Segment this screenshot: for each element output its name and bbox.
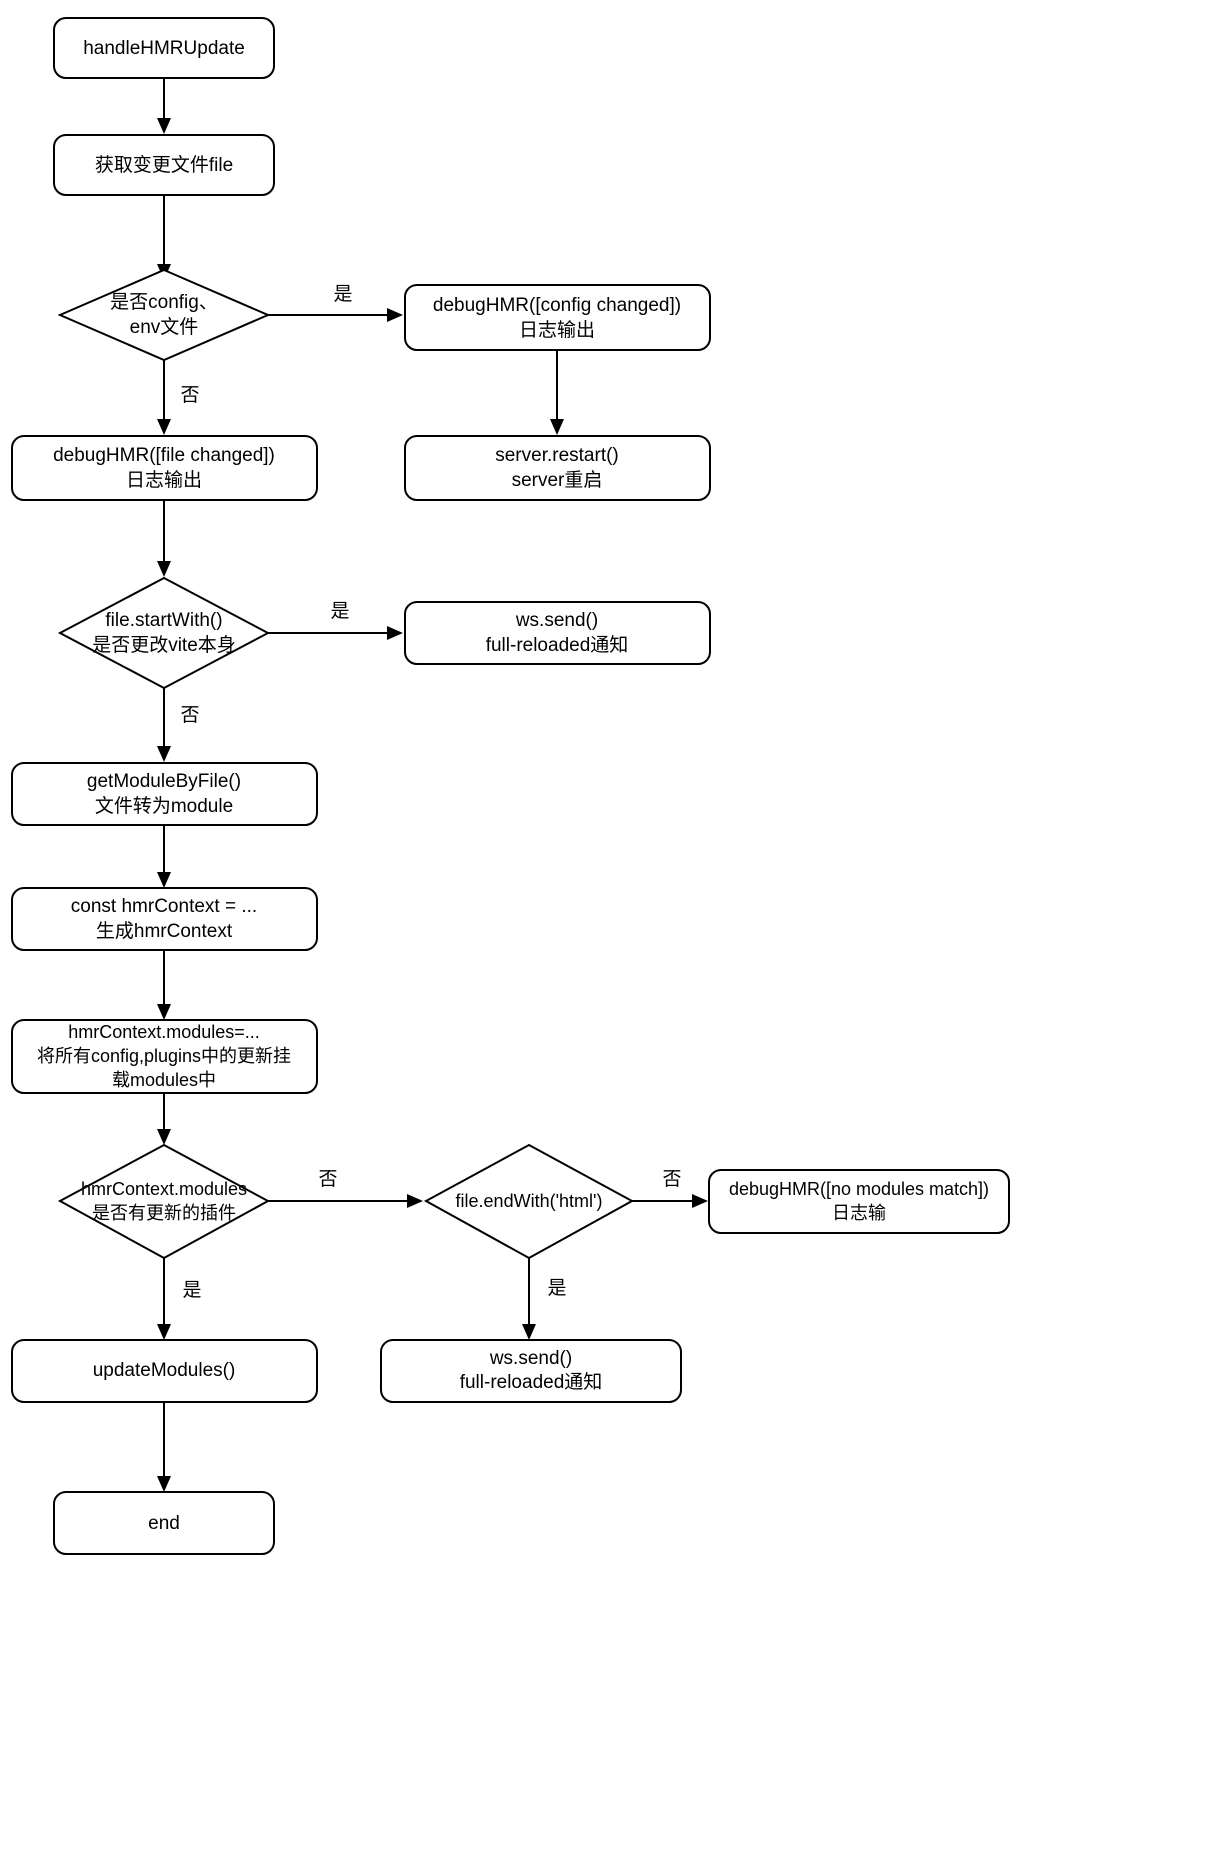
node-server-restart-line-0: server.restart(): [495, 445, 619, 466]
node-ws-send-full-reload-1-shape[interactable]: [404, 601, 711, 665]
node-ws-send-2-line-0: ws.send(): [489, 1348, 572, 1369]
node-debug-file-changed[interactable]: debugHMR([file changed]) 日志输出: [11, 435, 318, 501]
node-get-file-line-0: 获取变更文件file: [95, 154, 233, 176]
node-is-config-env-line-1: env文件: [130, 316, 199, 338]
node-ws-send-2-line-1: full-reloaded通知: [460, 1371, 603, 1393]
node-start[interactable]: handleHMRUpdate: [53, 17, 275, 79]
node-is-config-env-shape[interactable]: [57, 268, 271, 362]
edge-label-yes: 是: [547, 1278, 566, 1299]
edge-file-startwith-to-ws-send-1: 是: [268, 601, 403, 640]
node-end[interactable]: end: [53, 1491, 275, 1555]
edge-start-to-get-file: [157, 78, 171, 134]
edge-label-yes: 是: [182, 1280, 201, 1301]
node-ws-send-1-line-0: ws.send(): [515, 610, 598, 631]
node-get-file[interactable]: 获取变更文件file: [53, 134, 275, 196]
node-is-config-env-line-0: 是否config、: [110, 292, 218, 313]
node-hmrcontext-modules-check[interactable]: hmrContext.modules 是否有更新的插件: [57, 1143, 271, 1260]
node-modules-assign-line-2: 载modules中: [112, 1070, 216, 1090]
node-ws-send-full-reload-1[interactable]: ws.send() full-reloaded通知: [404, 601, 711, 665]
node-modules-assign-line-0: hmrContext.modules=...: [68, 1022, 260, 1042]
node-server-restart-shape[interactable]: [404, 435, 711, 501]
node-file-endwith-line-0: file.endWith('html'): [456, 1191, 603, 1211]
node-end-line-0: end: [148, 1513, 180, 1534]
node-modules-check-line-1: 是否有更新的插件: [92, 1203, 236, 1223]
node-is-config-env[interactable]: 是否config、 env文件: [57, 268, 271, 362]
node-server-restart-line-1: server重启: [512, 469, 603, 491]
node-get-module-line-0: getModuleByFile(): [87, 771, 241, 792]
node-const-hmrcontext-shape[interactable]: [11, 887, 318, 951]
node-modules-assign-line-1: 将所有config,plugins中的更新挂: [37, 1046, 291, 1066]
edge-get-file-to-is-config-env: [157, 195, 171, 280]
node-get-module-line-1: 文件转为module: [95, 795, 233, 817]
node-get-module-by-file-shape[interactable]: [11, 762, 318, 826]
node-get-file-shape[interactable]: [53, 134, 275, 196]
node-file-startwith-line-0: file.startWith(): [105, 610, 222, 631]
node-debug-config-changed[interactable]: debugHMR([config changed]) 日志输出: [404, 284, 711, 351]
edge-label-yes: 是: [333, 284, 352, 305]
node-const-hmrcontext[interactable]: const hmrContext = ... 生成hmrContext: [11, 887, 318, 951]
node-debug-config-changed-line-0: debugHMR([config changed]): [433, 295, 681, 316]
node-hmrcontext-modules-assign-shape[interactable]: [11, 1019, 318, 1094]
node-update-modules-line-0: updateModules(): [93, 1360, 236, 1381]
node-debug-config-changed-shape[interactable]: [404, 284, 711, 351]
node-ws-send-full-reload-2[interactable]: ws.send() full-reloaded通知: [380, 1339, 682, 1403]
edges-layer: 是 否 是 否: [157, 78, 708, 1492]
edge-modules-assign-to-modules-check: [157, 1092, 171, 1145]
edge-file-endwith-to-debug-no-modules: 否: [632, 1169, 708, 1208]
node-hmrcontext-modules-assign[interactable]: hmrContext.modules=... 将所有config,plugins…: [11, 1019, 318, 1094]
edge-label-no: 否: [180, 705, 199, 726]
node-hmrcontext-modules-check-shape[interactable]: [57, 1143, 271, 1260]
node-ws-send-1-line-1: full-reloaded通知: [486, 634, 629, 656]
node-file-startwith[interactable]: file.startWith() 是否更改vite本身: [57, 576, 271, 690]
node-update-modules[interactable]: updateModules(): [11, 1339, 318, 1403]
node-debug-file-changed-line-1: 日志输出: [126, 469, 202, 491]
edge-update-modules-to-end: [157, 1402, 171, 1492]
node-file-startwith-line-1: 是否更改vite本身: [92, 634, 236, 656]
node-debug-file-changed-shape[interactable]: [11, 435, 318, 501]
edge-debug-file-to-file-startwith: [157, 500, 171, 577]
edge-is-config-env-to-debug-config-changed: 是: [268, 284, 403, 322]
edge-const-hmrcontext-to-modules-assign: [157, 950, 171, 1020]
node-debug-config-changed-line-1: 日志输出: [519, 319, 595, 341]
node-debug-file-changed-line-0: debugHMR([file changed]): [53, 445, 275, 466]
edge-label-no: 否: [180, 385, 199, 406]
node-file-startwith-shape[interactable]: [57, 576, 271, 690]
node-file-endwith-html[interactable]: file.endWith('html'): [423, 1143, 635, 1260]
edge-modules-check-to-update-modules: 是: [157, 1258, 202, 1340]
edge-modules-check-to-file-endwith: 否: [268, 1169, 423, 1208]
edge-file-endwith-to-ws-send-2: 是: [522, 1258, 567, 1340]
edge-label-no: 否: [318, 1169, 337, 1190]
node-no-modules-line-1: 日志输: [832, 1203, 886, 1223]
edge-debug-config-to-server-restart: [550, 350, 564, 435]
edge-file-startwith-to-get-module: 否: [157, 688, 200, 762]
node-server-restart[interactable]: server.restart() server重启: [404, 435, 711, 501]
node-debug-no-modules-match-shape[interactable]: [708, 1169, 1010, 1234]
node-file-endwith-html-shape[interactable]: [423, 1143, 635, 1260]
edge-is-config-env-to-debug-file-changed: 否: [157, 360, 200, 435]
node-get-module-by-file[interactable]: getModuleByFile() 文件转为module: [11, 762, 318, 826]
edge-label-no: 否: [662, 1169, 681, 1190]
node-modules-check-line-0: hmrContext.modules: [81, 1179, 247, 1199]
node-const-hmrcontext-line-1: 生成hmrContext: [96, 920, 233, 942]
node-end-shape[interactable]: [53, 1491, 275, 1555]
node-ws-send-full-reload-2-shape[interactable]: [380, 1339, 682, 1403]
node-start-shape[interactable]: [53, 17, 275, 79]
edge-get-module-to-const-hmrcontext: [157, 825, 171, 888]
edge-label-yes: 是: [330, 601, 349, 622]
nodes-layer: handleHMRUpdate 获取变更文件file 是否config、 env…: [11, 17, 1010, 1555]
node-update-modules-shape[interactable]: [11, 1339, 318, 1403]
node-no-modules-line-0: debugHMR([no modules match]): [729, 1179, 989, 1199]
node-debug-no-modules-match[interactable]: debugHMR([no modules match]) 日志输: [708, 1169, 1010, 1234]
node-start-line-0: handleHMRUpdate: [83, 38, 245, 59]
node-const-hmrcontext-line-0: const hmrContext = ...: [71, 896, 257, 917]
